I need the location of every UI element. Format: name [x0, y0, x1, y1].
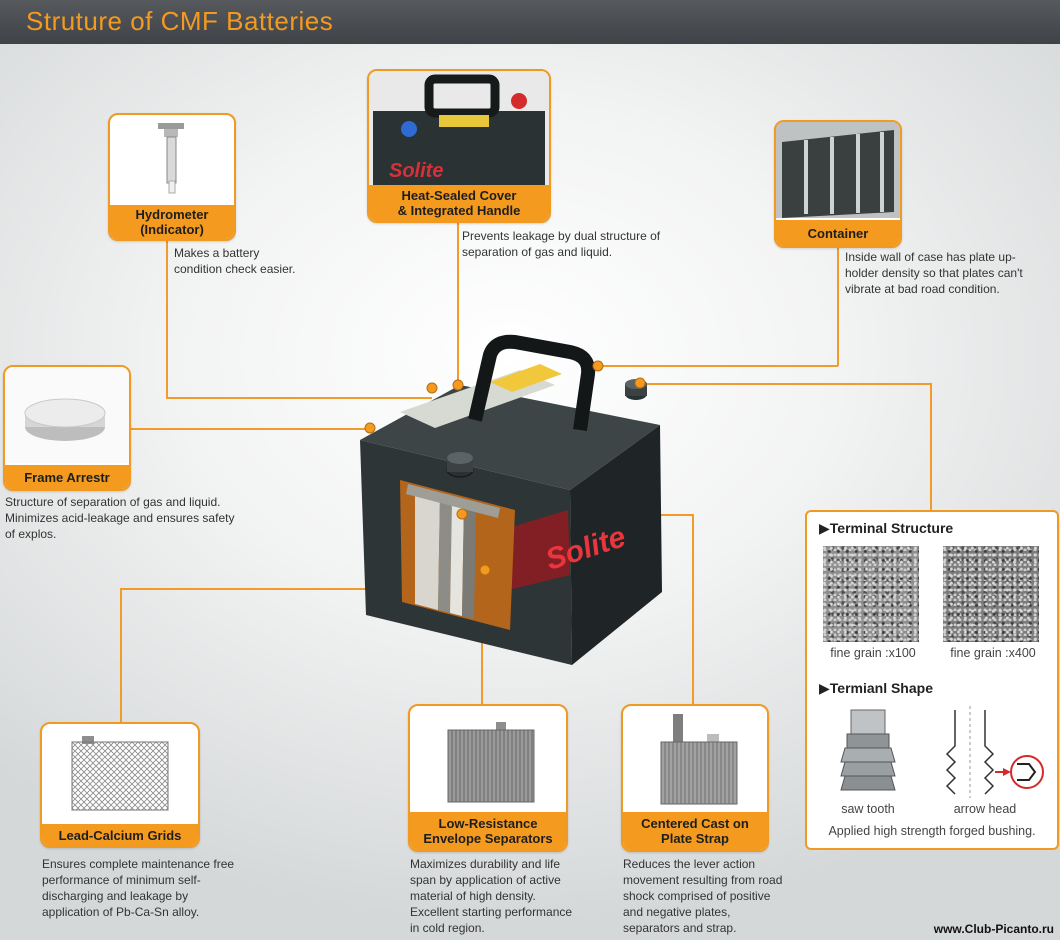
connector-grids-h [120, 588, 485, 590]
grids-card: Lead-Calcium Grids [40, 722, 200, 848]
grids-label: Lead-Calcium Grids [42, 824, 198, 846]
page-title: Struture of CMF Batteries [26, 6, 334, 36]
title-bar: Struture of CMF Batteries [0, 0, 1060, 44]
arrow-head-caption: arrow head [953, 802, 1017, 816]
callout-dot-cover [452, 379, 464, 391]
container-card: Container [774, 120, 902, 248]
connector-terminal-h [640, 383, 930, 385]
terminal-shape-heading: ▶Termianl Shape [819, 680, 933, 696]
battery-yellow-window [490, 364, 562, 392]
grain-x100-caption: fine grain :x100 [830, 646, 916, 660]
callout-dot-frame [364, 422, 376, 434]
separators-card: Low-Resistance Envelope Separators [408, 704, 568, 852]
connector-container-v [837, 244, 839, 366]
grain-x100-image [823, 546, 919, 642]
plate-strap-label: Centered Cast on Plate Strap [623, 812, 767, 850]
battery-side-face [570, 425, 662, 665]
container-description: Inside wall of case has plate up- holder… [845, 250, 1023, 296]
grain-x400-caption: fine grain :x400 [950, 646, 1036, 660]
terminal-structure-heading: ▶Terminal Structure [819, 520, 954, 536]
connector-cover [457, 220, 459, 382]
cover-description: Prevents leakage by dual structure of se… [462, 229, 661, 259]
frame-arrester-card: Frame Arrestr [3, 365, 131, 491]
watermark: www.Club-Picanto.ru [933, 922, 1054, 936]
frame-arrester-icon [5, 367, 129, 463]
container-label: Container [776, 220, 900, 246]
cover-card: Solite Heat-Sealed Cover & Integrated Ha… [367, 69, 551, 223]
plate-strap-icon [660, 714, 738, 805]
connector-terminal-v [930, 383, 932, 511]
cover-brand-text: Solite [389, 160, 443, 182]
battery-illustration [360, 334, 662, 665]
callout-dot-separators [479, 564, 491, 576]
frame-arrester-description: Structure of separation of gas and liqui… [5, 495, 235, 541]
terminal-panel: ▶Terminal Structure fine grain :x100 fin… [805, 510, 1059, 850]
grid-icon [71, 736, 169, 811]
cover-label: Heat-Sealed Cover & Integrated Handle [369, 185, 549, 221]
plate-strap-card: Centered Cast on Plate Strap [621, 704, 769, 852]
container-icon [776, 122, 900, 218]
callout-dot-hydrometer [426, 382, 438, 394]
callout-dot-container [592, 360, 604, 372]
separator-icon [447, 722, 535, 803]
connector-container-h [598, 365, 838, 367]
battery-cover-icon: Solite [369, 71, 549, 185]
saw-tooth-caption: saw tooth [841, 802, 895, 816]
plate-strap-description: Reduces the lever action movement result… [623, 857, 783, 935]
hydrometer-description: Makes a battery condition check easier. [174, 246, 296, 276]
arrow-head-icon [945, 706, 1044, 798]
separators-label: Low-Resistance Envelope Separators [410, 812, 566, 850]
connector-hydrometer-h [166, 397, 432, 399]
connector-hydrometer-v [166, 238, 168, 398]
callout-dot-terminal [634, 377, 646, 389]
saw-tooth-icon [840, 709, 896, 791]
hydrometer-card: Hydrometer (Indicator) [108, 113, 236, 241]
callout-dot-strap [456, 508, 468, 520]
connector-strap-v [692, 514, 694, 704]
connector-frame [128, 428, 368, 430]
hydrometer-label: Hydrometer (Indicator) [110, 205, 234, 239]
handle-icon [468, 334, 596, 431]
grids-description: Ensures complete maintenance free perfor… [42, 857, 235, 919]
separators-description: Maximizes durability and life span by ap… [410, 857, 573, 935]
terminal-note: Applied high strength forged bushing. [828, 824, 1036, 838]
grain-x400-image [943, 546, 1039, 642]
hydrometer-icon [158, 123, 184, 194]
connector-grids-v [120, 588, 122, 723]
frame-arrester-label: Frame Arrestr [5, 465, 129, 489]
